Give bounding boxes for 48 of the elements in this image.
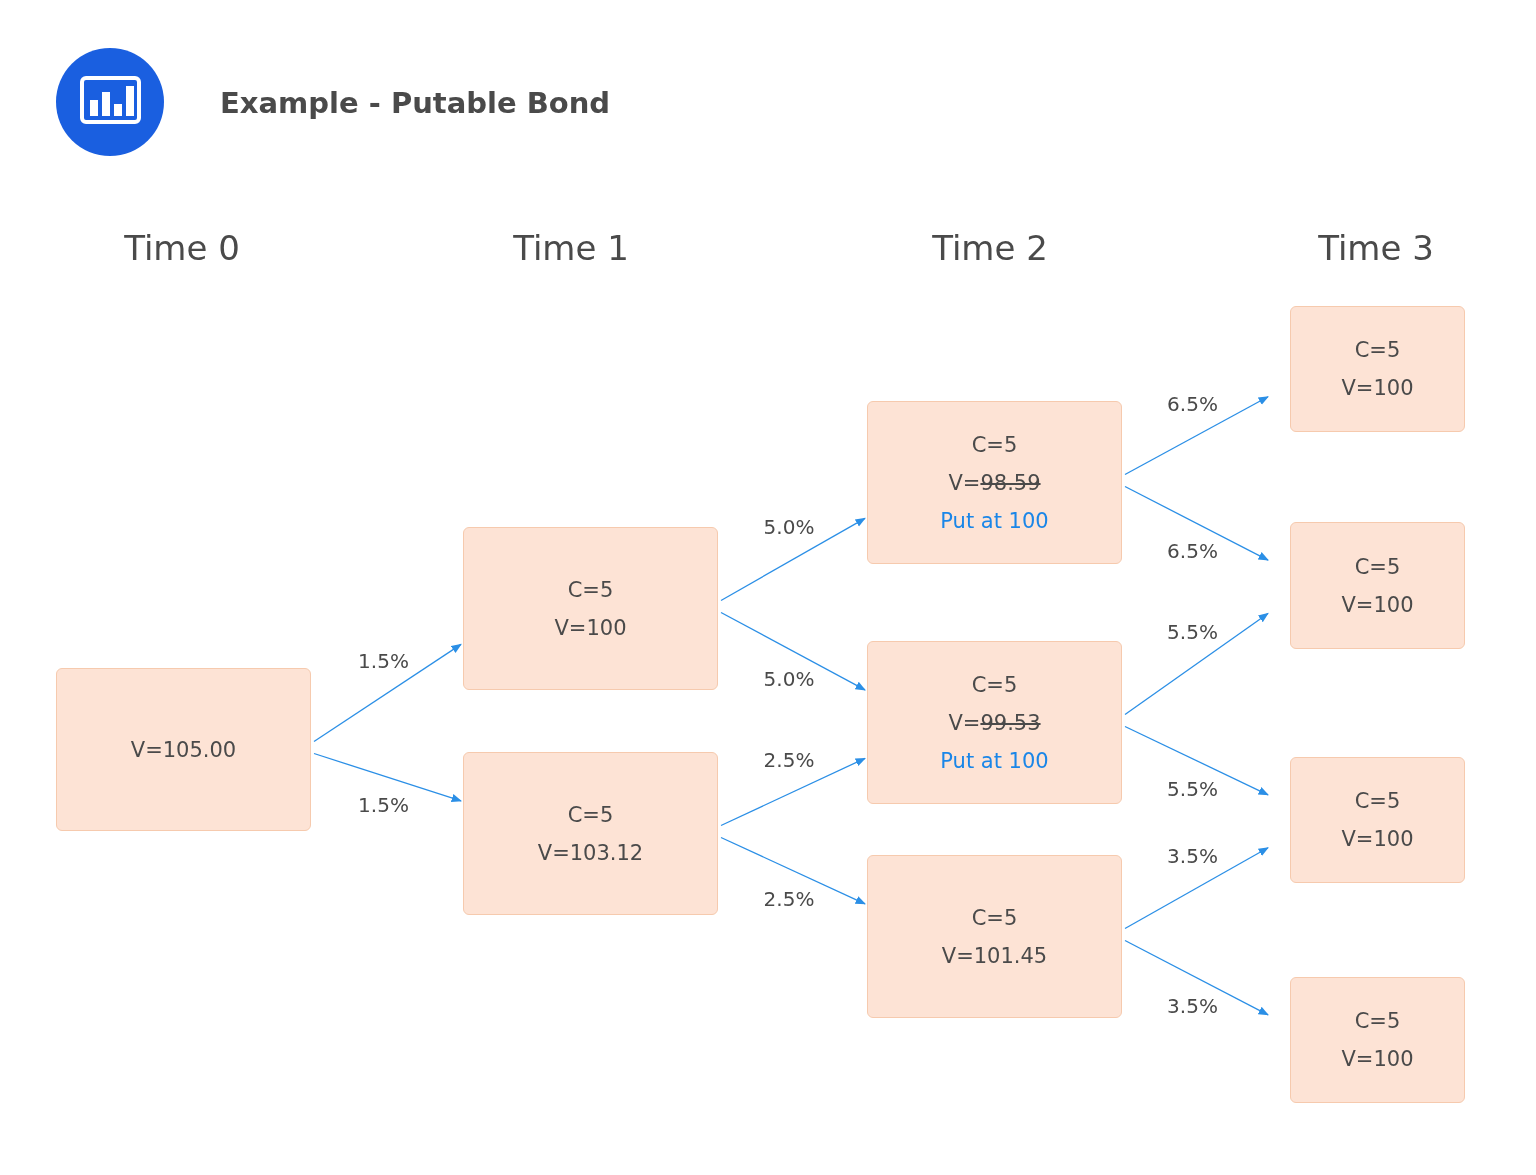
arrow [1124, 396, 1269, 476]
arrow [1124, 847, 1269, 930]
arrow [1124, 725, 1269, 796]
value-box [463, 752, 718, 915]
value-text: V=98.59 [948, 469, 1041, 497]
value-text: V=103.12 [537, 839, 644, 867]
value-text: C=5 [1354, 1008, 1401, 1035]
arrow [313, 643, 462, 743]
time-heading: Time 3 [1318, 228, 1434, 268]
arrow [313, 752, 462, 802]
value-text: V=101.45 [941, 942, 1048, 970]
value-text: C=5 [971, 904, 1018, 932]
value-text: C=5 [971, 431, 1018, 459]
value-text: C=5 [1354, 788, 1401, 815]
value-box [867, 641, 1122, 804]
value-text: C=5 [567, 801, 614, 829]
value-text: V=100 [1341, 591, 1414, 619]
value-box [1290, 306, 1465, 432]
time-heading: Time 1 [513, 228, 629, 268]
value-text: V=105.00 [130, 736, 237, 764]
value-text: V=100 [1341, 375, 1414, 402]
value-box [463, 527, 718, 690]
arrow [720, 836, 866, 905]
value-box [1290, 522, 1465, 649]
value-box [56, 668, 311, 831]
value-text: C=5 [567, 576, 614, 604]
value-text: C=5 [1354, 337, 1401, 364]
value-box [1290, 757, 1465, 883]
arrow [1124, 485, 1269, 561]
arrow [720, 517, 866, 602]
value-text: C=5 [1354, 553, 1401, 581]
value-text: C=5 [971, 671, 1018, 699]
arrow [1124, 939, 1269, 1016]
value-text: V=100 [1341, 826, 1414, 853]
value-text: V=100 [1341, 1046, 1414, 1073]
time-heading: Time 2 [932, 228, 1048, 268]
value-text: V=100 [554, 614, 627, 642]
arrow [720, 757, 866, 827]
value-box [867, 401, 1122, 564]
note-text: Put at 100 [940, 507, 1049, 535]
time-heading: Time 0 [124, 228, 240, 268]
arrow [720, 611, 866, 691]
arrow [1124, 612, 1269, 716]
diagram-title: Example - Putable Bond [220, 86, 611, 120]
value-text: V=99.53 [948, 709, 1041, 737]
note-text: Put at 100 [940, 747, 1049, 775]
value-box [1290, 977, 1465, 1103]
value-box [867, 855, 1122, 1018]
